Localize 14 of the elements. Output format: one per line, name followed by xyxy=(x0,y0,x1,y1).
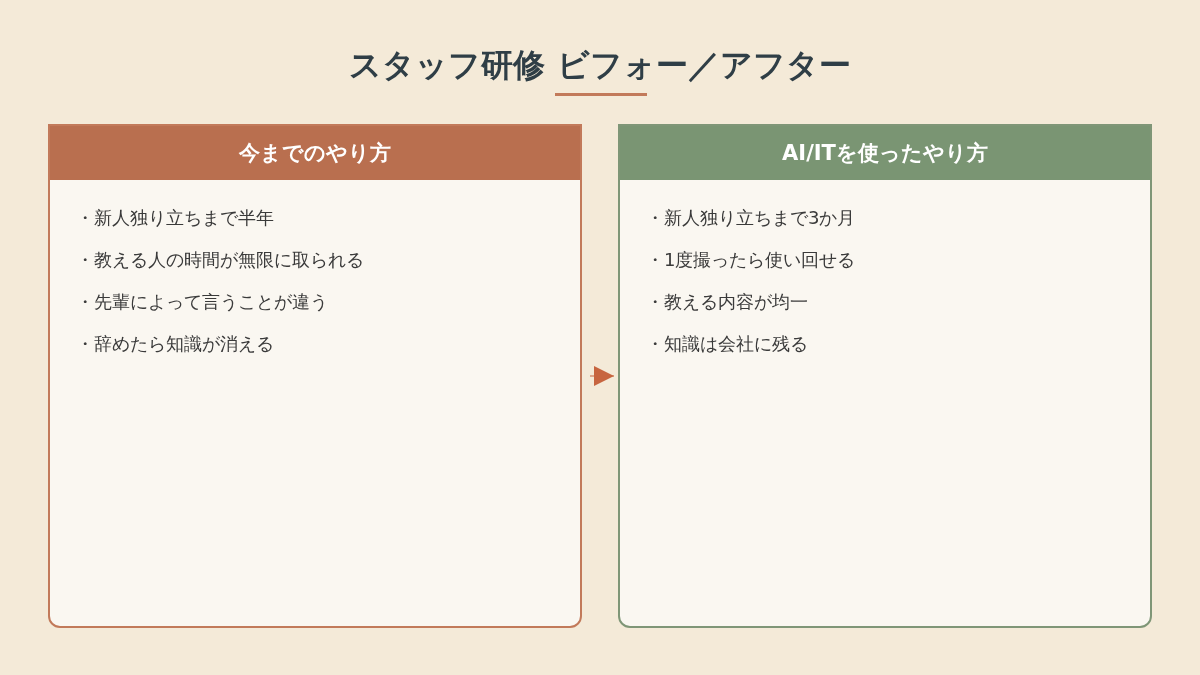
panel-header: 今までのやり方 xyxy=(50,126,580,180)
list-item: ・先輩によって言うことが違う xyxy=(76,290,328,314)
comparison-panel xyxy=(48,124,582,628)
panel-header: AI/ITを使ったやり方 xyxy=(620,126,1150,180)
arrow xyxy=(589,366,615,386)
list-item: ・新人独り立ちまで3か月 xyxy=(646,206,856,230)
comparison-panel xyxy=(618,124,1152,628)
list-item: ・1度撮ったら使い回せる xyxy=(646,248,856,272)
list-item: ・辞めたら知識が消える xyxy=(76,332,274,356)
list-item: ・新人独り立ちまで半年 xyxy=(76,206,274,230)
list-item: ・教える人の時間が無限に取られる xyxy=(76,248,364,272)
list-item: ・教える内容が均一 xyxy=(646,290,808,314)
title: スタッフ研修 ビフォー／アフター xyxy=(348,45,852,86)
list-item: ・知識は会社に残る xyxy=(646,332,808,356)
